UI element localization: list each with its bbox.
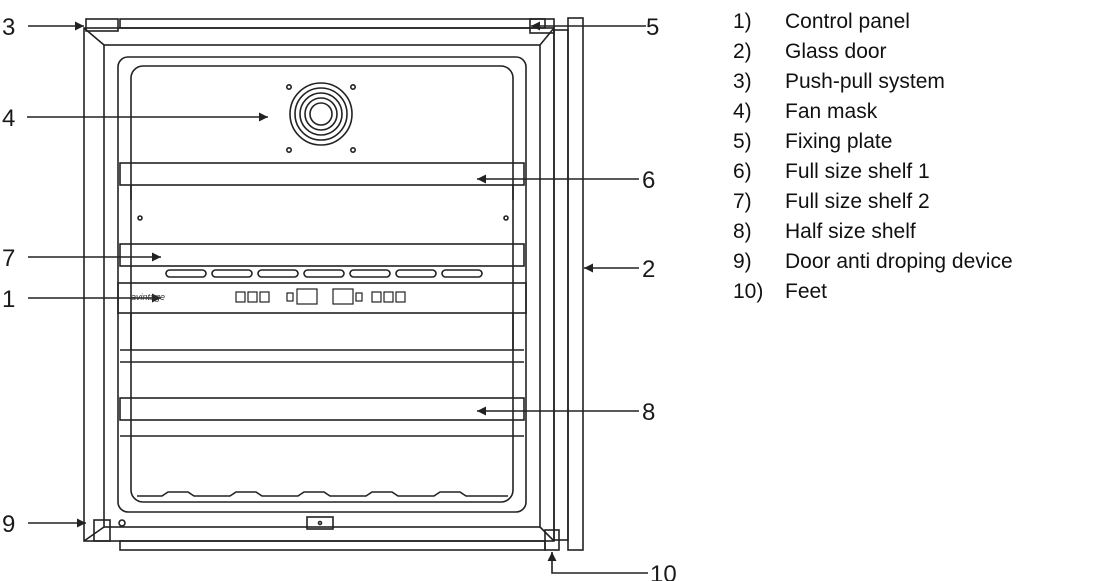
vent-slots (165, 269, 483, 278)
full-size-shelf-2 (119, 243, 525, 267)
legend-item: 7)Full size shelf 2 (733, 190, 930, 213)
callout-6: 6 (642, 167, 655, 194)
control-panel-buttons (235, 288, 406, 305)
bottom-strip (119, 540, 546, 551)
legend-item: 9)Door anti droping device (733, 250, 1013, 273)
push-pull-block (85, 18, 119, 32)
legend-item: 2)Glass door (733, 40, 887, 63)
glass-door-outer (567, 17, 584, 551)
legend-item: 10)Feet (733, 280, 828, 303)
legend-item: 1)Control panel (733, 10, 910, 33)
cabinet-inner-frame (103, 44, 541, 528)
callout-1: 1 (2, 286, 15, 313)
cabinet-outer-frame (83, 27, 555, 542)
top-fixing-strip (119, 18, 546, 29)
legend-item: 4)Fan mask (733, 100, 878, 123)
parts-legend: 1)Control panel 2)Glass door 3)Push-pull… (733, 7, 1013, 307)
callout-2: 2 (642, 256, 655, 283)
control-panel (117, 282, 527, 314)
legend-item: 5)Fixing plate (733, 130, 893, 153)
callout-4: 4 (2, 105, 15, 132)
callout-8: 8 (642, 399, 655, 426)
inner-back-wall (130, 65, 514, 503)
callout-3: 3 (2, 14, 15, 41)
callout-7: 7 (2, 245, 15, 272)
callout-5: 5 (646, 14, 659, 41)
glass-door (553, 29, 569, 541)
full-size-shelf-1 (119, 162, 525, 186)
legend-item: 3)Push-pull system (733, 70, 945, 93)
control-panel-brand: avintage (131, 292, 165, 302)
legend-item: 6)Full size shelf 1 (733, 160, 930, 183)
callout-10: 10 (650, 561, 677, 581)
half-size-shelf (119, 397, 525, 421)
bottom-lock (306, 516, 334, 530)
door-anti-droping-device (93, 519, 111, 542)
legend-item: 8)Half size shelf (733, 220, 916, 243)
fan-mask (285, 82, 356, 154)
foot (544, 529, 560, 551)
bottle-rack (137, 491, 508, 497)
callout-9: 9 (2, 511, 15, 538)
